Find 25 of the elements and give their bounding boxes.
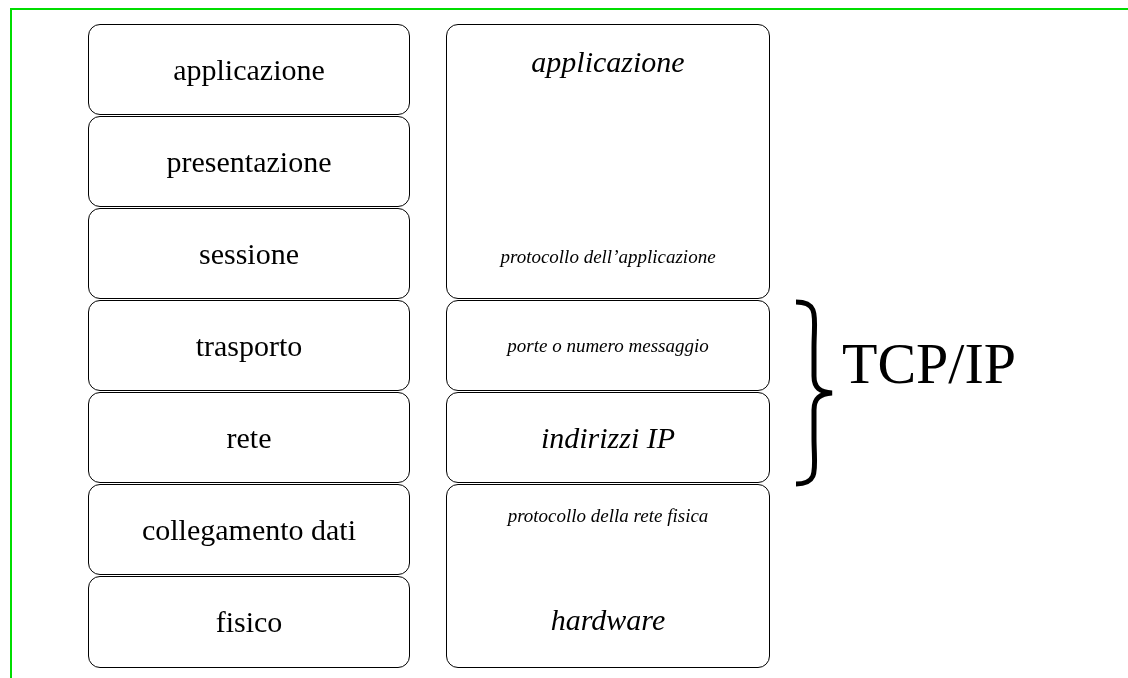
layer-label: hardware (550, 603, 666, 637)
layer-label: porte o numero messaggio (507, 334, 709, 357)
layer-label: presentazione (166, 144, 332, 179)
layer-label: indirizzi IP (540, 420, 676, 455)
layer-box (88, 116, 410, 207)
layer-label: trasporto (195, 328, 303, 363)
layer-label: sessione (199, 236, 299, 271)
layer-label: protocollo dell’applicazione (500, 246, 716, 268)
layer-box (88, 484, 410, 575)
layer-box (446, 24, 770, 299)
layer-box (88, 392, 410, 483)
layer-label: protocollo della rete fisica (507, 505, 709, 527)
layer-label: collegamento dati (141, 512, 357, 547)
layer-label: applicazione (173, 52, 325, 87)
layer-box (88, 300, 410, 391)
layer-label: applicazione (531, 45, 685, 79)
layer-box (446, 484, 770, 668)
layer-box (88, 576, 410, 668)
layer-label: rete (226, 420, 272, 455)
layer-box (88, 208, 410, 299)
layer-box (88, 24, 410, 115)
layer-box (446, 300, 770, 391)
layer-box (446, 392, 770, 483)
layer-label: fisico (215, 605, 283, 639)
group-label: TCP/IP (842, 335, 1017, 393)
